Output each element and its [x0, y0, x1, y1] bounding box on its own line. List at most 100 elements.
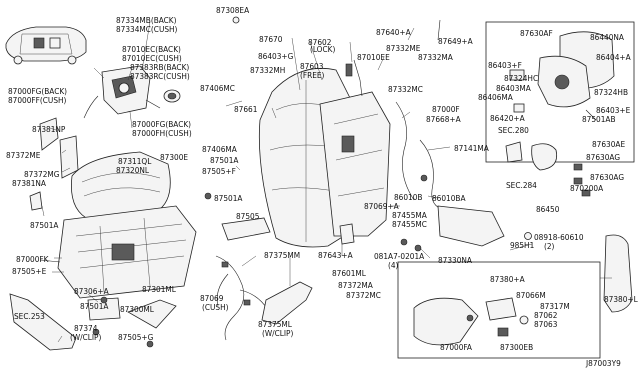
label-87000FA: 87000FA: [440, 342, 472, 352]
label-87317M: 87317M: [540, 301, 570, 311]
label-87062: 87062: [534, 310, 557, 320]
label-qty-2: (2): [544, 241, 555, 251]
label-87332ME: 87332ME: [386, 43, 421, 53]
label-86450: 86450: [536, 204, 560, 214]
label-87630AE: 87630AE: [592, 139, 625, 149]
label-87300EB: 87300EB: [500, 342, 533, 352]
label-sec284: SEC.284: [506, 180, 537, 190]
label-87069A: 87069+A: [364, 201, 399, 211]
label-cush: (CUSH): [202, 302, 229, 312]
label-87324HC: 87324HC: [504, 73, 538, 83]
label-87383RC: 87383RC(CUSH): [130, 71, 190, 81]
label-lock: (LOCK): [310, 44, 335, 54]
label-87324HB: 87324HB: [594, 87, 628, 97]
label-87380A: 87380+A: [490, 274, 525, 284]
label-86403F: 86403+F: [488, 60, 522, 70]
label-87381NP: 87381NP: [32, 124, 66, 134]
label-87330NA: 87330NA: [438, 255, 472, 265]
bracket-87505: [221, 217, 271, 241]
label-87643A: 87643+A: [318, 250, 353, 260]
label-87375ML: 87375ML: [258, 319, 293, 329]
label-87372MC: 87372MC: [346, 290, 381, 300]
label-08918: 08918-60610: [534, 232, 584, 242]
label-985H1: 985H1: [510, 240, 535, 250]
label-87320NL: 87320NL: [116, 165, 150, 175]
label-87306A: 87306+A: [74, 286, 109, 296]
label-87649A: 87649+A: [438, 36, 473, 46]
label-86010B: 86010B: [394, 192, 422, 202]
label-87501A-2: 87501A: [214, 193, 242, 203]
label-86406MA: 86406MA: [478, 92, 513, 102]
side-airbag: [603, 234, 633, 313]
label-sec253: SEC.253: [14, 311, 45, 321]
label-87381NA: 87381NA: [12, 178, 46, 188]
label-87311QL: 87311QL: [118, 156, 152, 166]
bolts: [92, 16, 532, 348]
label-87501A-1: 87501A: [210, 155, 238, 165]
rail-trims: [9, 293, 177, 351]
label-87455MA: 87455MA: [392, 210, 427, 220]
label-87505F: 87505+F: [202, 166, 236, 176]
label-87332MC: 87332MC: [388, 84, 423, 94]
label-86010BA: 86010BA: [432, 193, 466, 203]
label-87000FH-cush: 87000FH(CUSH): [132, 128, 192, 138]
label-87383RB: 87383RB(BACK): [130, 62, 189, 72]
label-87455MC: 87455MC: [392, 219, 427, 229]
label-87630AG-2: 87630AG: [590, 172, 624, 182]
cushion-frame: [39, 151, 197, 299]
label-87602: 87602: [308, 37, 331, 47]
label-87630AF: 87630AF: [520, 28, 553, 38]
label-87501AB: 87501AB: [582, 114, 616, 124]
motor-cluster: [83, 65, 181, 119]
label-87010EC-cush: 87010EC(CUSH): [122, 53, 182, 63]
label-87066M: 87066M: [516, 290, 546, 300]
label-87010EC-back: 87010EC(BACK): [122, 44, 181, 54]
label-87374: 87374: [74, 323, 98, 333]
label-86403MA: 86403MA: [496, 83, 531, 93]
side-cover-87330: [437, 205, 505, 247]
label-87332MA: 87332MA: [418, 52, 453, 62]
label-87601ML: 87601ML: [332, 268, 367, 278]
label-870200A: 870200A: [570, 183, 603, 193]
label-87000F: 87000F: [432, 104, 460, 114]
label-sec280: SEC.280: [498, 125, 529, 135]
label-qty-4: (4): [388, 260, 399, 270]
diagram-code: J87003Y9: [585, 358, 621, 368]
label-wclip-1: (W/CLIP): [70, 332, 102, 342]
label-87661: 87661: [234, 104, 258, 114]
callout-labels: 87334MB(BACK) 87334MC(CUSH) 87010EC(BACK…: [6, 5, 639, 368]
label-87603: 87603: [300, 61, 324, 71]
label-87000FG-back: 87000FG(BACK): [8, 86, 67, 96]
label-87501A-3: 87501A: [30, 220, 58, 230]
label-87332MH: 87332MH: [250, 65, 285, 75]
label-87406MA: 87406MA: [202, 144, 237, 154]
label-87630AG-1: 87630AG: [586, 152, 620, 162]
label-87670: 87670: [259, 34, 283, 44]
label-87334MC: 87334MC(CUSH): [116, 24, 178, 34]
headrest-box: [485, 21, 635, 163]
label-87668A: 87668+A: [426, 114, 461, 124]
label-87375MM: 87375MM: [264, 250, 300, 260]
label-87505G: 87505+G: [118, 332, 154, 342]
label-87069: 87069: [200, 293, 224, 303]
label-86404A: 86404+A: [596, 52, 631, 62]
side-trim-87375: [261, 281, 313, 325]
side-trims: [29, 117, 79, 211]
leader-lines: [41, 21, 612, 343]
label-87141MA: 87141MA: [454, 143, 489, 153]
label-87406MC: 87406MC: [200, 83, 235, 93]
label-87372MG: 87372MG: [24, 169, 60, 179]
label-87372MA: 87372MA: [338, 280, 373, 290]
label-87301ML: 87301ML: [142, 284, 177, 294]
label-87308EA: 87308EA: [216, 5, 249, 15]
label-87300E: 87300E: [160, 152, 188, 162]
pad-87643: [339, 223, 355, 245]
recliner-cables: [395, 19, 445, 211]
label-86403G: 86403+G: [258, 51, 294, 61]
label-86403E: 86403+E: [596, 105, 631, 115]
vehicle-thumbnail: [5, 26, 87, 65]
label-wclip-2: (W/CLIP): [262, 328, 294, 338]
label-87000FK: 87000FK: [16, 254, 49, 264]
label-free: (FREE): [300, 70, 325, 80]
